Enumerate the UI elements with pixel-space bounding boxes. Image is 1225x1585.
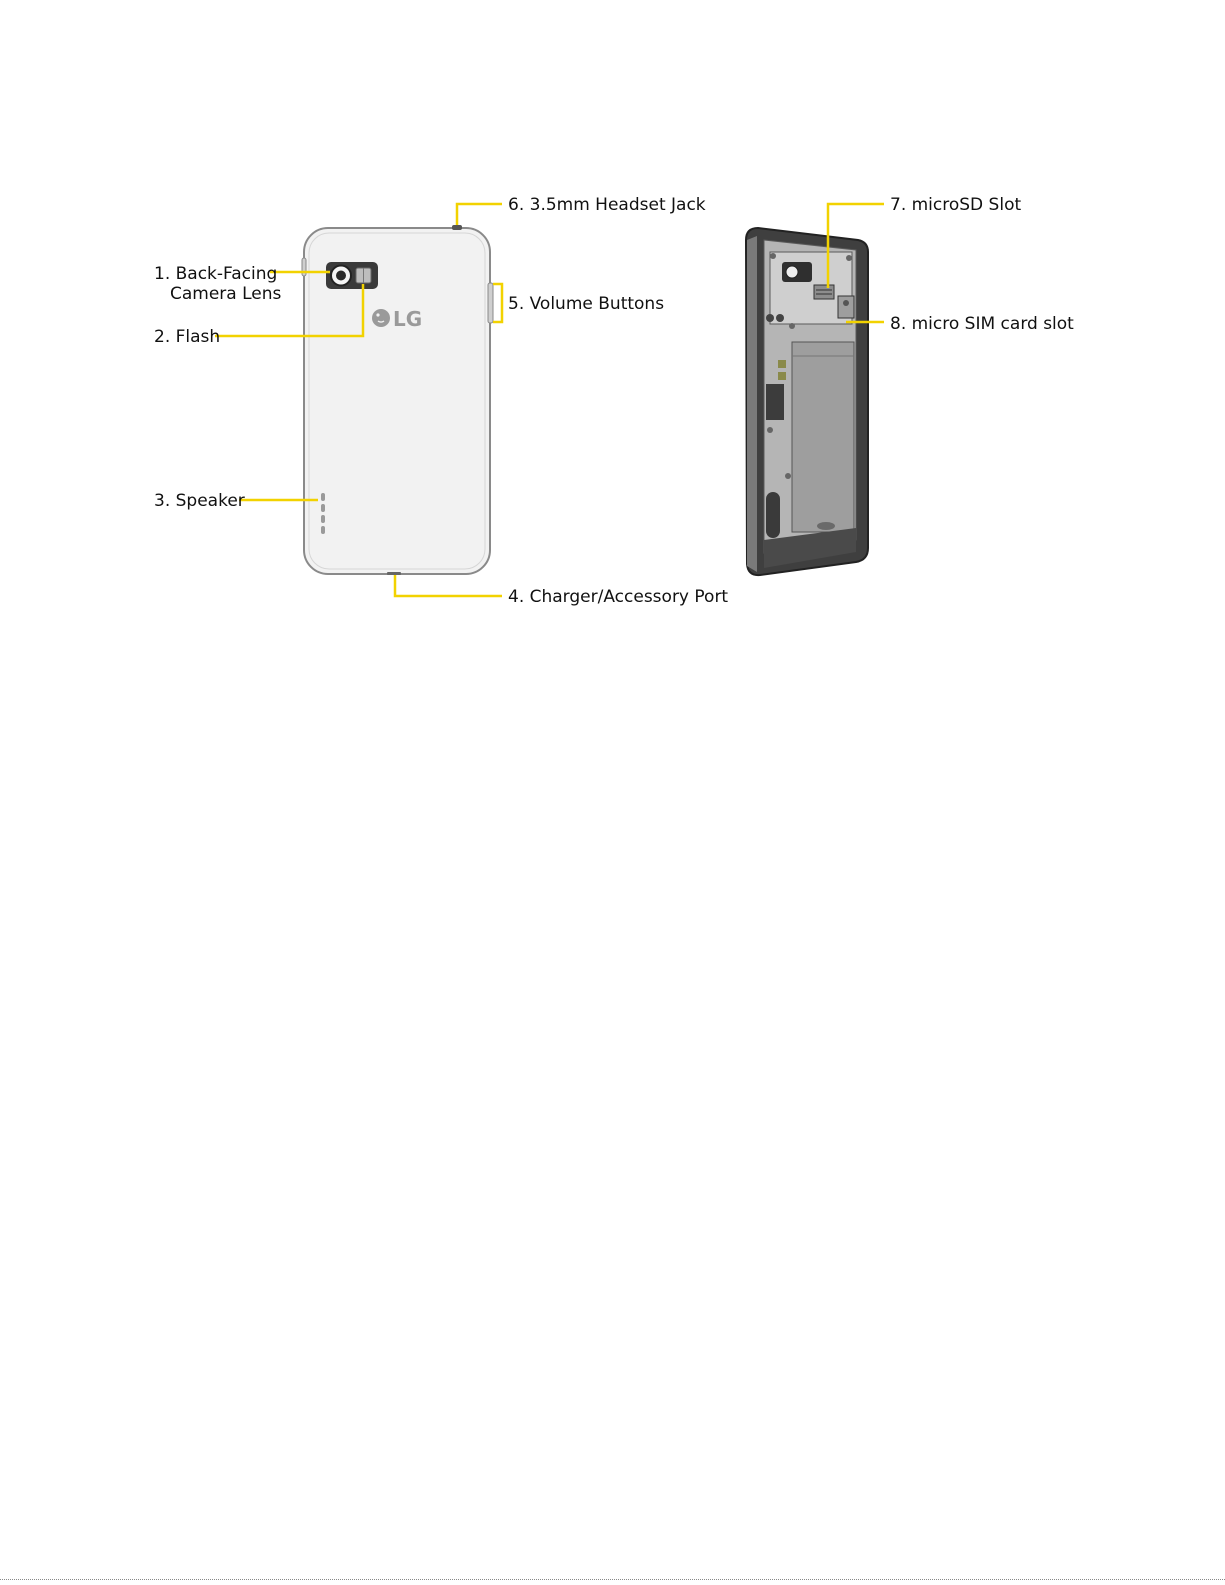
volume-buttons-shape	[488, 283, 493, 323]
headset-jack-shape	[452, 225, 462, 230]
callout-label-4: 4. Charger/Accessory Port	[508, 587, 728, 607]
callout-line-5	[493, 284, 502, 322]
callout-label-6: 6. 3.5mm Headset Jack	[508, 195, 706, 215]
phone-back-view: LG	[302, 225, 493, 575]
callout-label-1-line1: 1. Back-Facing	[154, 264, 277, 284]
sim-slot-shape	[838, 296, 854, 318]
lg-logo-text: LG	[393, 307, 422, 331]
callout-label-7: 7. microSD Slot	[890, 195, 1021, 215]
callout-label-8: 8. micro SIM card slot	[890, 314, 1074, 334]
charger-port-shape	[387, 572, 401, 575]
internal-camera-icon	[786, 266, 798, 278]
battery-compartment	[792, 342, 854, 532]
phone-internal-view	[746, 228, 868, 575]
callout-label-3: 3. Speaker	[154, 491, 245, 511]
callout-line-4	[395, 575, 502, 596]
callout-label-5: 5. Volume Buttons	[508, 294, 664, 314]
callout-labels: 1. Back-Facing Camera Lens 2. Flash 3. S…	[154, 195, 1074, 607]
page-bottom-rule	[0, 1579, 1225, 1580]
callout-label-2: 2. Flash	[154, 327, 220, 347]
callout-label-1-line2: Camera Lens	[170, 284, 282, 304]
camera-module	[326, 262, 378, 289]
callout-line-6	[457, 204, 502, 225]
microsd-slot-shape	[814, 285, 834, 299]
